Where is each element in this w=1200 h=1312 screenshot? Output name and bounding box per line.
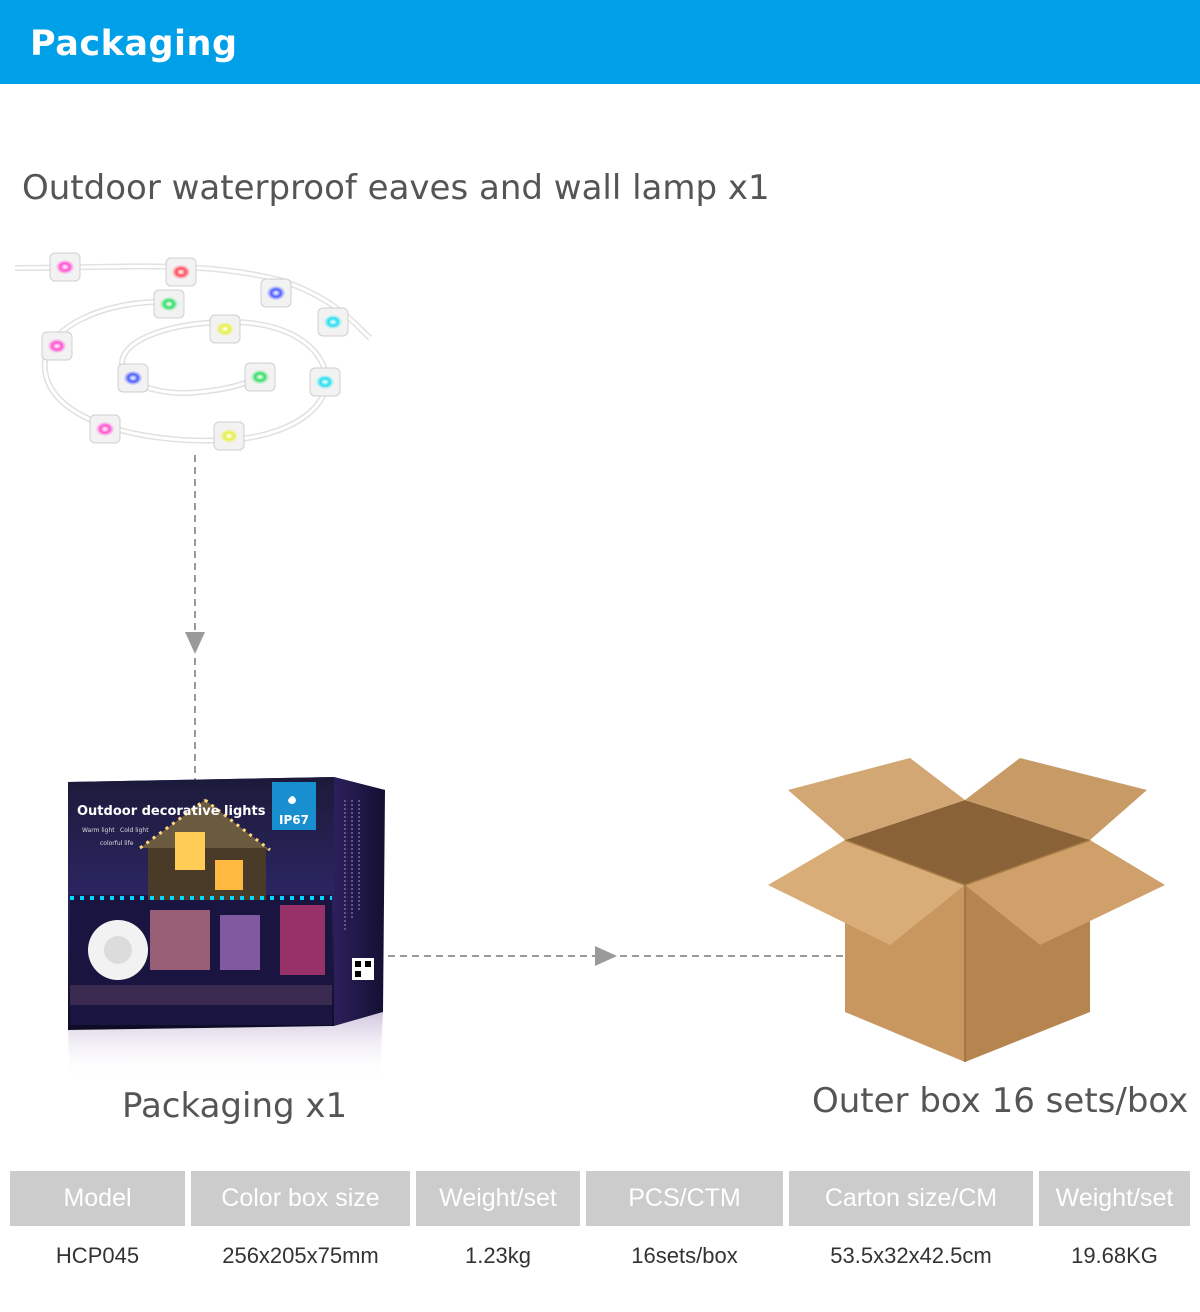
box-tag-colorful: colorful life bbox=[100, 840, 134, 847]
carton-box-illustration bbox=[768, 758, 1165, 1062]
lamp-node-blue-1 bbox=[260, 278, 292, 308]
box-title: Outdoor decorative lights bbox=[77, 804, 266, 819]
lamp-string-illustration bbox=[14, 252, 372, 451]
page-title: Packaging bbox=[30, 24, 238, 64]
header-weight-per-set: Weight/set bbox=[416, 1171, 580, 1226]
lamp-node-green-1 bbox=[153, 289, 185, 319]
lamp-node-pink-2 bbox=[41, 331, 73, 361]
spec-table-header: Model Color box size Weight/set PCS/CTM … bbox=[10, 1171, 1190, 1226]
header-bar: Packaging bbox=[0, 0, 1200, 84]
lamp-node-red bbox=[165, 257, 197, 287]
cell-pcs-ctm: 16sets/box bbox=[631, 1243, 738, 1268]
lamp-node-yellow-2 bbox=[213, 421, 245, 451]
ip67-badge: IP67 bbox=[279, 813, 309, 827]
lamp-node-green-2 bbox=[244, 362, 276, 392]
box-tag-warm: Warm light bbox=[82, 827, 115, 834]
cell-carton-size: 53.5x32x42.5cm bbox=[830, 1243, 992, 1268]
lamp-node-cyan-1 bbox=[317, 307, 349, 337]
lamp-node-yellow-1 bbox=[209, 314, 241, 344]
header-carton-weight: Weight/set bbox=[1039, 1171, 1190, 1226]
arrow-right-icon bbox=[388, 946, 845, 966]
lamp-node-pink-3 bbox=[89, 414, 121, 444]
lamp-caption: Outdoor waterproof eaves and wall lamp x… bbox=[22, 168, 770, 208]
cell-carton-weight: 19.68KG bbox=[1071, 1243, 1158, 1268]
water-drop-icon bbox=[288, 796, 296, 804]
table-row: HCP045 256x205x75mm 1.23kg 16sets/box 53… bbox=[10, 1226, 1190, 1286]
cell-color-box-size: 256x205x75mm bbox=[222, 1243, 379, 1268]
header-model: Model bbox=[10, 1171, 185, 1226]
lamp-node-blue-2 bbox=[117, 363, 149, 393]
lamp-node-pink-1 bbox=[49, 252, 81, 282]
header-pcs-ctm: PCS/CTM bbox=[586, 1171, 783, 1226]
lamp-node-cyan-2 bbox=[309, 367, 341, 397]
cell-weight-per-set: 1.23kg bbox=[464, 1243, 532, 1268]
box-tag-cold: Cold light bbox=[120, 827, 149, 834]
color-box-illustration: IP67 Outdoor decorative lights Warm ligh… bbox=[68, 777, 385, 1080]
spec-table: Model Color box size Weight/set PCS/CTM … bbox=[10, 1171, 1190, 1286]
cell-model: HCP045 bbox=[55, 1243, 140, 1268]
header-color-box-size: Color box size bbox=[191, 1171, 410, 1226]
outer-box-caption: Outer box 16 sets/box bbox=[812, 1081, 1189, 1121]
header-carton-size: Carton size/CM bbox=[789, 1171, 1033, 1226]
arrow-down-icon bbox=[185, 455, 205, 790]
packaging-caption: Packaging x1 bbox=[122, 1086, 348, 1126]
